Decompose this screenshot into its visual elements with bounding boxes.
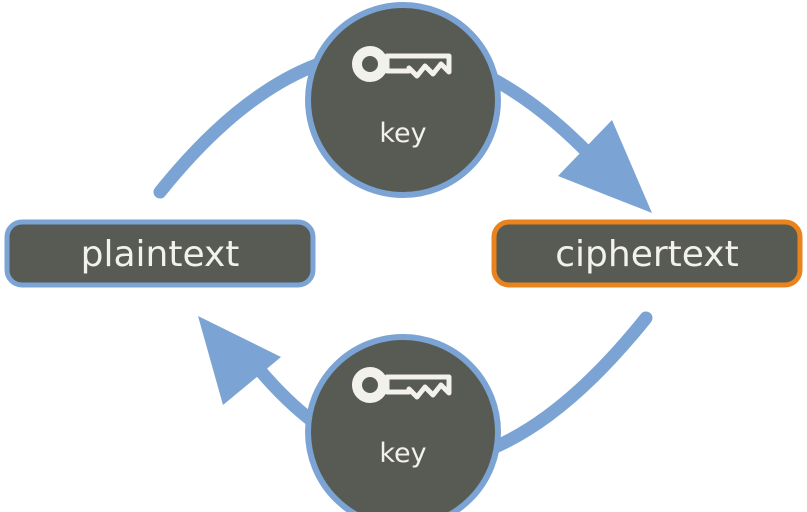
plaintext-node: plaintext [4, 219, 316, 288]
ciphertext-box [491, 219, 803, 288]
key-circle [305, 2, 501, 198]
key-node-top: key [305, 2, 501, 198]
ciphertext-label: ciphertext [555, 234, 738, 275]
key-label: key [379, 438, 426, 469]
ciphertext-node: ciphertext [491, 219, 803, 288]
key-node-bottom: key [305, 334, 501, 512]
plaintext-box [4, 219, 316, 288]
arrowhead-icon [558, 120, 652, 213]
plaintext-label: plaintext [81, 234, 240, 275]
arrowhead-icon [198, 316, 281, 405]
key-label: key [379, 118, 426, 149]
key-circle [305, 334, 501, 512]
